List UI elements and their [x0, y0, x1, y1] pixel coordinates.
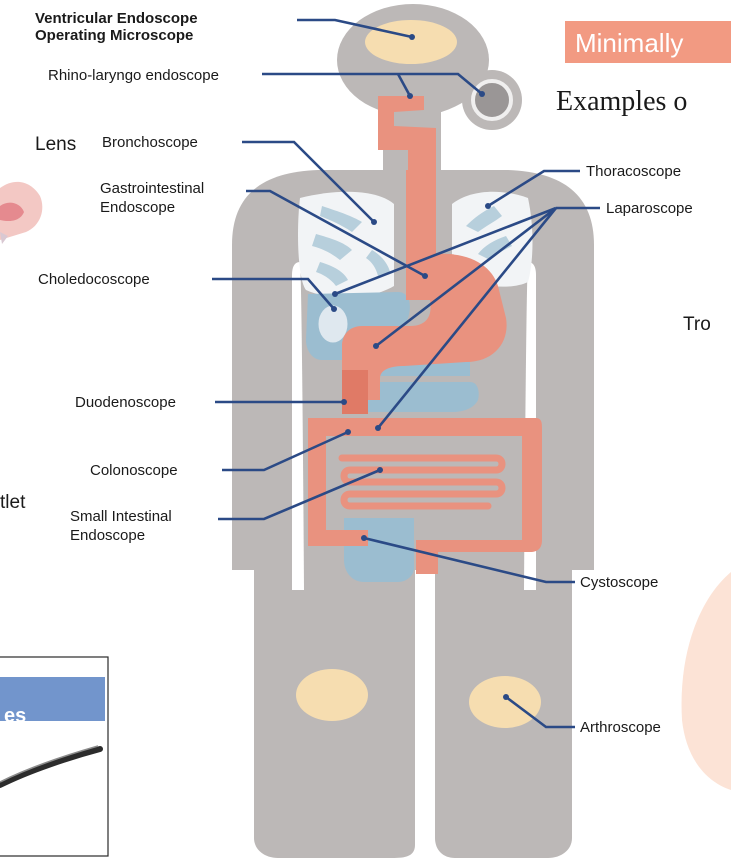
- tro-label: Tro: [683, 314, 711, 335]
- label-laparoscope: Laparoscope: [606, 200, 693, 217]
- label-thoracoscope: Thoracoscope: [586, 163, 681, 180]
- label-gastrointestinal: Gastrointestinal: [100, 180, 204, 197]
- label-bronchoscope: Bronchoscope: [102, 134, 198, 151]
- ear-canal: [473, 81, 511, 119]
- label-small-intestinal: Small Intestinal: [70, 508, 172, 525]
- section-subtitle: Examples o: [556, 86, 687, 117]
- label-small-intestinal-endoscope: Endoscope: [70, 527, 145, 544]
- label-operating-microscope: Operating Microscope: [35, 27, 193, 44]
- outlet-label: tlet: [0, 492, 26, 513]
- label-colonoscope: Colonoscope: [90, 462, 178, 479]
- right-knee: [469, 676, 541, 728]
- label-duodenoscope: Duodenoscope: [75, 394, 176, 411]
- label-choledocoscope: Choledocoscope: [38, 271, 150, 288]
- label-arthroscope: Arthroscope: [580, 719, 661, 736]
- label-gastrointestinal-endoscope: Endoscope: [100, 199, 175, 216]
- label-rhino-laryngo: Rhino-laryngo endoscope: [48, 67, 219, 84]
- brain: [365, 20, 457, 64]
- lens-label: Lens: [35, 134, 76, 155]
- right-pink-shape: [682, 572, 731, 790]
- label-cystoscope: Cystoscope: [580, 574, 658, 591]
- left-lens-fragment: [0, 182, 42, 244]
- left-knee: [296, 669, 368, 721]
- box-heading: es: [4, 705, 26, 727]
- left-instrument-box: [0, 657, 108, 856]
- label-ventricular-endoscope: Ventricular Endoscope: [35, 10, 198, 27]
- banner-title: Minimally: [575, 28, 683, 58]
